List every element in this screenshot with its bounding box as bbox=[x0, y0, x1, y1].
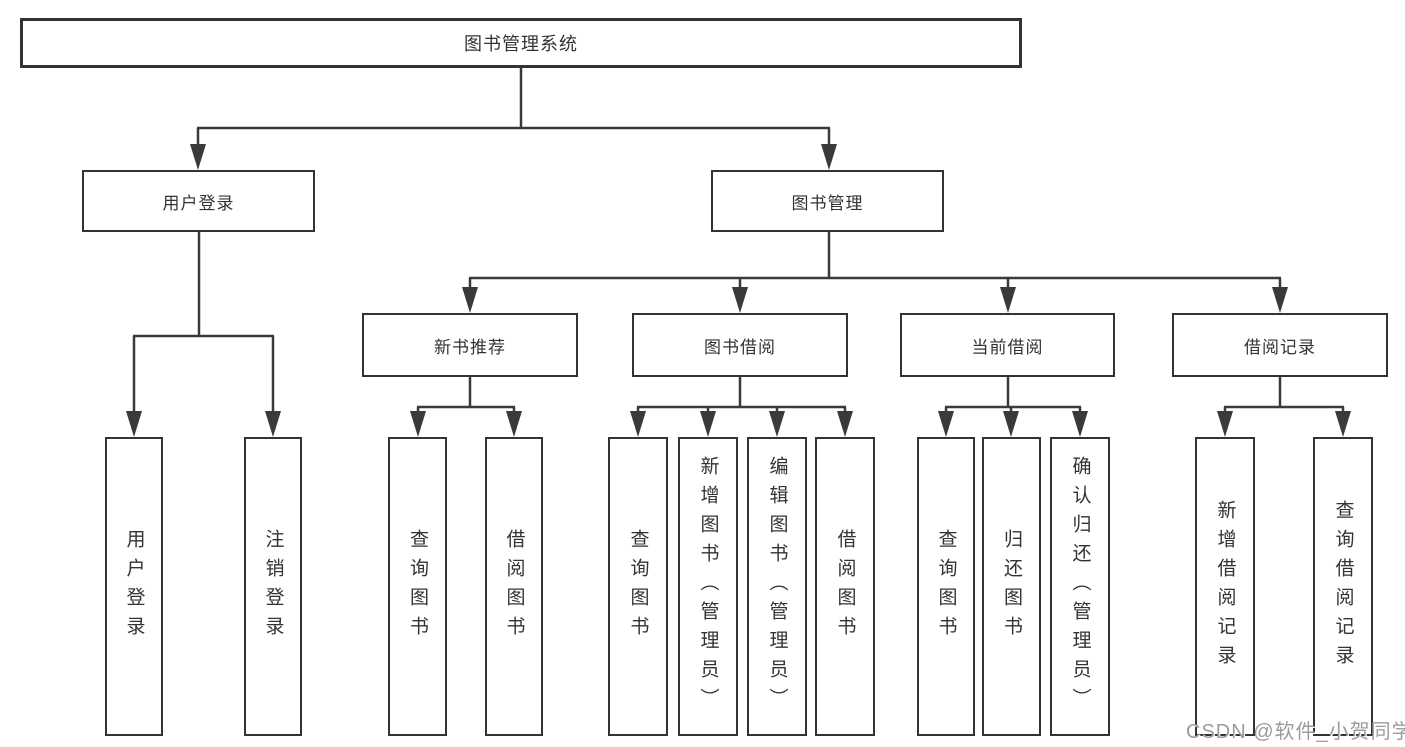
node-leaf-query-books-cb: 查询图书 bbox=[917, 437, 975, 736]
node-leaf-return-books: 归还图书 bbox=[982, 437, 1041, 736]
node-label: 用户登录 bbox=[123, 528, 145, 645]
node-leaf-logout: 注销登录 bbox=[244, 437, 302, 736]
node-leaf-user-login: 用户登录 bbox=[105, 437, 163, 736]
node-label: 新书推荐 bbox=[434, 337, 506, 357]
node-label: 新增图书（管理员） bbox=[697, 456, 719, 717]
node-label: 用户登录 bbox=[162, 193, 235, 213]
node-leaf-query-books-bb: 查询图书 bbox=[608, 437, 668, 736]
node-borrowing-records: 借阅记录 bbox=[1172, 313, 1388, 377]
node-label: 查询借阅记录 bbox=[1332, 499, 1354, 674]
node-label: 编辑图书（管理员） bbox=[766, 456, 788, 717]
node-leaf-add-books-admin: 新增图书（管理员） bbox=[678, 437, 738, 736]
node-leaf-borrow-books-bb: 借阅图书 bbox=[815, 437, 875, 736]
node-leaf-query-books-nb: 查询图书 bbox=[388, 437, 447, 736]
node-label: 图书管理系统 bbox=[464, 34, 578, 54]
node-label: 归还图书 bbox=[1001, 528, 1022, 645]
node-label: 借阅记录 bbox=[1244, 337, 1316, 357]
node-new-book-recommend: 新书推荐 bbox=[362, 313, 578, 377]
node-label: 图书借阅 bbox=[704, 337, 776, 357]
node-label: 注销登录 bbox=[262, 528, 284, 645]
node-label: 当前借阅 bbox=[971, 337, 1044, 357]
csdn-watermark: CSDN @软件_小贺同学 bbox=[1186, 721, 1405, 743]
node-book-management: 图书管理 bbox=[711, 170, 944, 232]
node-root-system: 图书管理系统 bbox=[20, 18, 1022, 68]
node-leaf-confirm-return-admin: 确认归还（管理员） bbox=[1050, 437, 1110, 736]
node-leaf-edit-books-admin: 编辑图书（管理员） bbox=[747, 437, 807, 736]
node-label: 查询图书 bbox=[407, 528, 428, 645]
node-label: 确认归还（管理员） bbox=[1069, 456, 1091, 717]
node-user-login: 用户登录 bbox=[82, 170, 315, 232]
node-leaf-borrow-books-nb: 借阅图书 bbox=[485, 437, 543, 736]
node-leaf-add-borrow-record: 新增借阅记录 bbox=[1195, 437, 1255, 736]
node-book-borrowing: 图书借阅 bbox=[632, 313, 848, 377]
node-label: 查询图书 bbox=[627, 528, 649, 645]
node-leaf-query-borrow-record: 查询借阅记录 bbox=[1313, 437, 1373, 736]
node-label: 图书管理 bbox=[791, 193, 864, 213]
arrowhead-icons bbox=[126, 144, 1351, 437]
node-current-borrowing: 当前借阅 bbox=[900, 313, 1115, 377]
node-label: 借阅图书 bbox=[834, 528, 856, 645]
node-label: 借阅图书 bbox=[503, 528, 525, 645]
node-label: 新增借阅记录 bbox=[1214, 499, 1236, 674]
node-label: 查询图书 bbox=[935, 528, 957, 645]
